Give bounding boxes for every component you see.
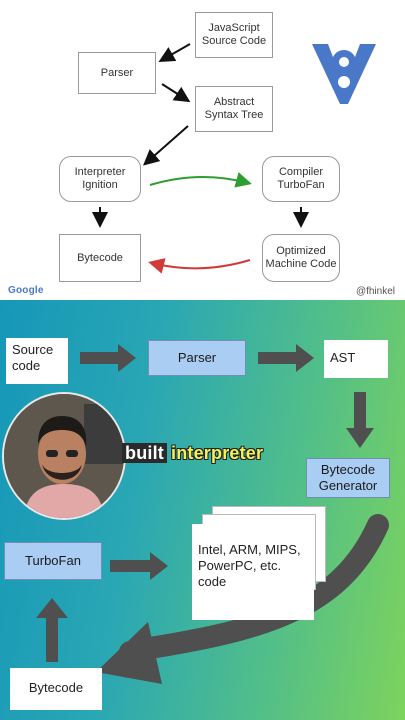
node-turbofan: TurboFan (4, 542, 102, 580)
arrow-ast-to-generator (346, 392, 374, 448)
node-bytecode: Bytecode (59, 234, 141, 282)
node-ast-2: AST (324, 340, 388, 378)
presenter-figure (4, 394, 124, 518)
pipeline-arrows (92, 43, 309, 274)
pipeline-arrows-2 (36, 344, 389, 684)
node-compiler: Compiler TurboFan (262, 156, 340, 202)
node-ast: Abstract Syntax Tree (195, 86, 273, 132)
google-wordmark: Google (8, 285, 44, 296)
arrow-source-to-parser (158, 43, 191, 62)
presenter-avatar (2, 392, 126, 520)
arrow-ast-to-interpreter (142, 125, 189, 166)
node-interpreter: Interpreter Ignition (59, 156, 141, 202)
node-optimized-machine-code: Optimized Machine Code (262, 234, 340, 282)
v8-pipeline-slide: JavaScript Source Code Parser Abstract S… (0, 0, 405, 300)
arrow-bytecode-to-turbofan (36, 598, 68, 662)
node-bytecode-2: Bytecode (10, 668, 102, 710)
arrow-generator-to-bytecode-head (96, 622, 162, 684)
arrow-turbofan-to-code (110, 552, 168, 580)
arrow-parser-to-ast (161, 83, 191, 103)
arrow-parser-to-ast-2 (258, 344, 314, 372)
node-parser-2: Parser (148, 340, 246, 376)
arrow-optimize (149, 172, 252, 188)
interpreter-pipeline-slide: Source code Parser AST Bytecode Generato… (0, 300, 405, 720)
v8-logo-icon (312, 44, 376, 104)
author-handle: @fhinkel (355, 286, 395, 297)
node-source-code: Source code (6, 338, 68, 384)
node-bytecode-generator: Bytecode Generator (306, 458, 390, 498)
arrow-source-to-parser-2 (80, 344, 136, 372)
node-parser: Parser (78, 52, 156, 94)
node-machine-code: Intel, ARM, MIPS, PowerPC, etc. code (192, 524, 314, 620)
caption-word-2: interpreter (171, 443, 264, 463)
caption-word-1: built (122, 443, 167, 463)
google-logo: Google (8, 285, 44, 296)
node-js-source: JavaScript Source Code (195, 12, 273, 58)
arrow-deoptimize (148, 258, 251, 274)
node-source-code-label: Source code (12, 342, 54, 373)
